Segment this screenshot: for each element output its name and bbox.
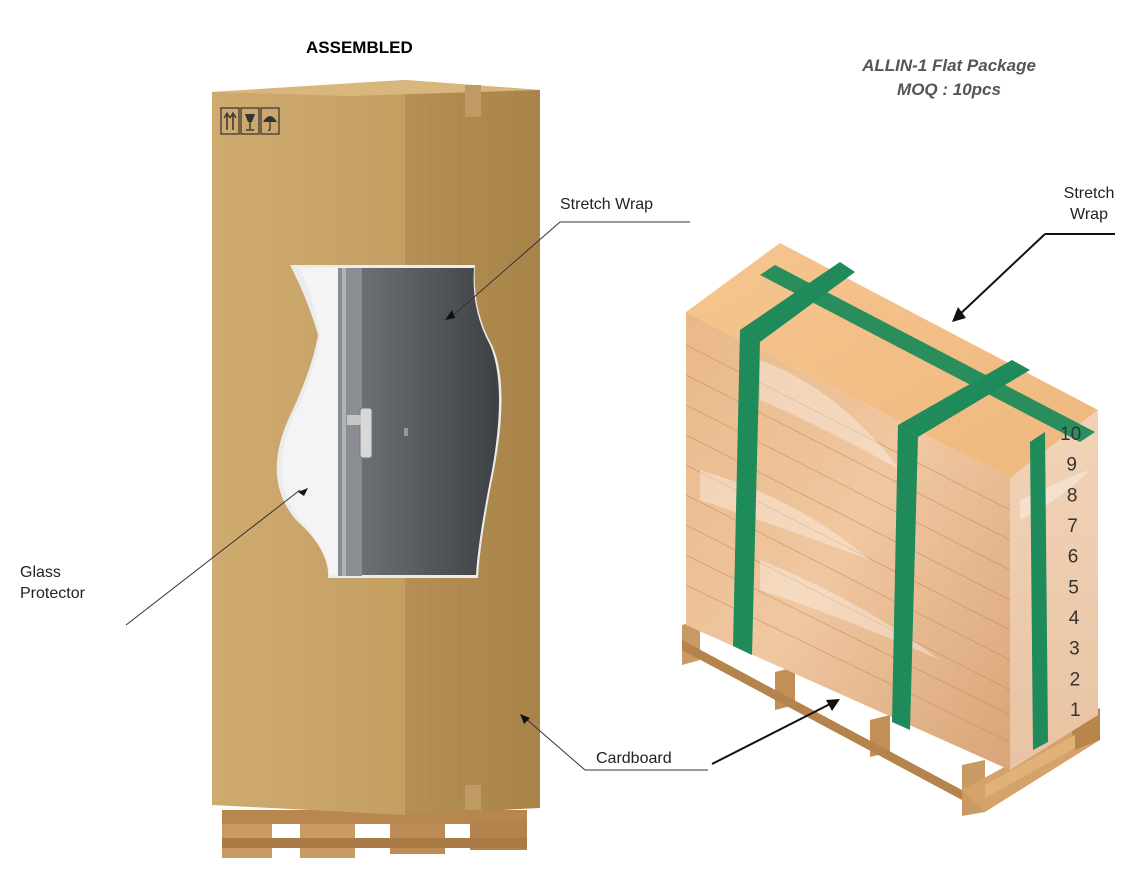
assembled-heading: ASSEMBLED [306,38,413,57]
stretch-wrap-right-line2: Wrap [1070,206,1108,223]
layer-number: 9 [1066,455,1077,476]
stretch-wrap-label-right: Stretch Wrap [1054,183,1124,225]
glass-protector-arrowhead [298,488,308,496]
layer-number: 1 [1070,700,1081,721]
flat-package-title: ALLIN-1 Flat Package [862,56,1036,75]
layer-number: 8 [1067,485,1078,506]
assembled-box [212,80,540,858]
stretch-wrap-arrowhead-right [952,307,966,322]
cardboard-arrowhead-left [520,714,530,724]
flat-package-heading: ALLIN-1 Flat Package MOQ : 10pcs [818,54,1080,102]
moq-label: MOQ : 10pcs [897,80,1001,99]
stretch-wrap-right-line1: Stretch [1063,185,1115,202]
layer-number: 5 [1068,577,1079,598]
cardboard-arrowhead-right [826,699,840,711]
layer-number: 3 [1069,639,1080,660]
flat-package-stack: 10 9 8 7 6 5 4 3 2 1 [682,243,1100,816]
layer-number: 4 [1069,608,1080,629]
stretch-wrap-label-left: Stretch Wrap [560,196,654,213]
glass-protector-line1: Glass [20,564,61,581]
keep-dry-umbrella-icon [260,107,280,135]
layer-number: 10 [1060,424,1081,445]
right-pallet [682,620,1100,816]
left-pallet [222,810,527,858]
window-cutout [276,265,502,578]
right-callout-lines [711,233,1115,765]
stretch-wrap-arrowhead-left [445,310,455,320]
left-callout-lines [125,221,708,771]
green-straps [733,262,1095,750]
glass-protector-line2: Protector [20,585,85,602]
fragile-glass-icon [240,107,260,135]
glass-protector-label: Glass Protector [20,562,85,604]
cardboard-label: Cardboard [596,750,672,767]
layer-number: 2 [1070,669,1081,690]
layer-number: 6 [1068,547,1079,568]
layer-number: 7 [1067,516,1078,537]
handling-icons [220,107,280,135]
this-way-up-icon [220,107,240,135]
layer-number-labels: 10 9 8 7 6 5 4 3 2 1 [1060,424,1081,721]
